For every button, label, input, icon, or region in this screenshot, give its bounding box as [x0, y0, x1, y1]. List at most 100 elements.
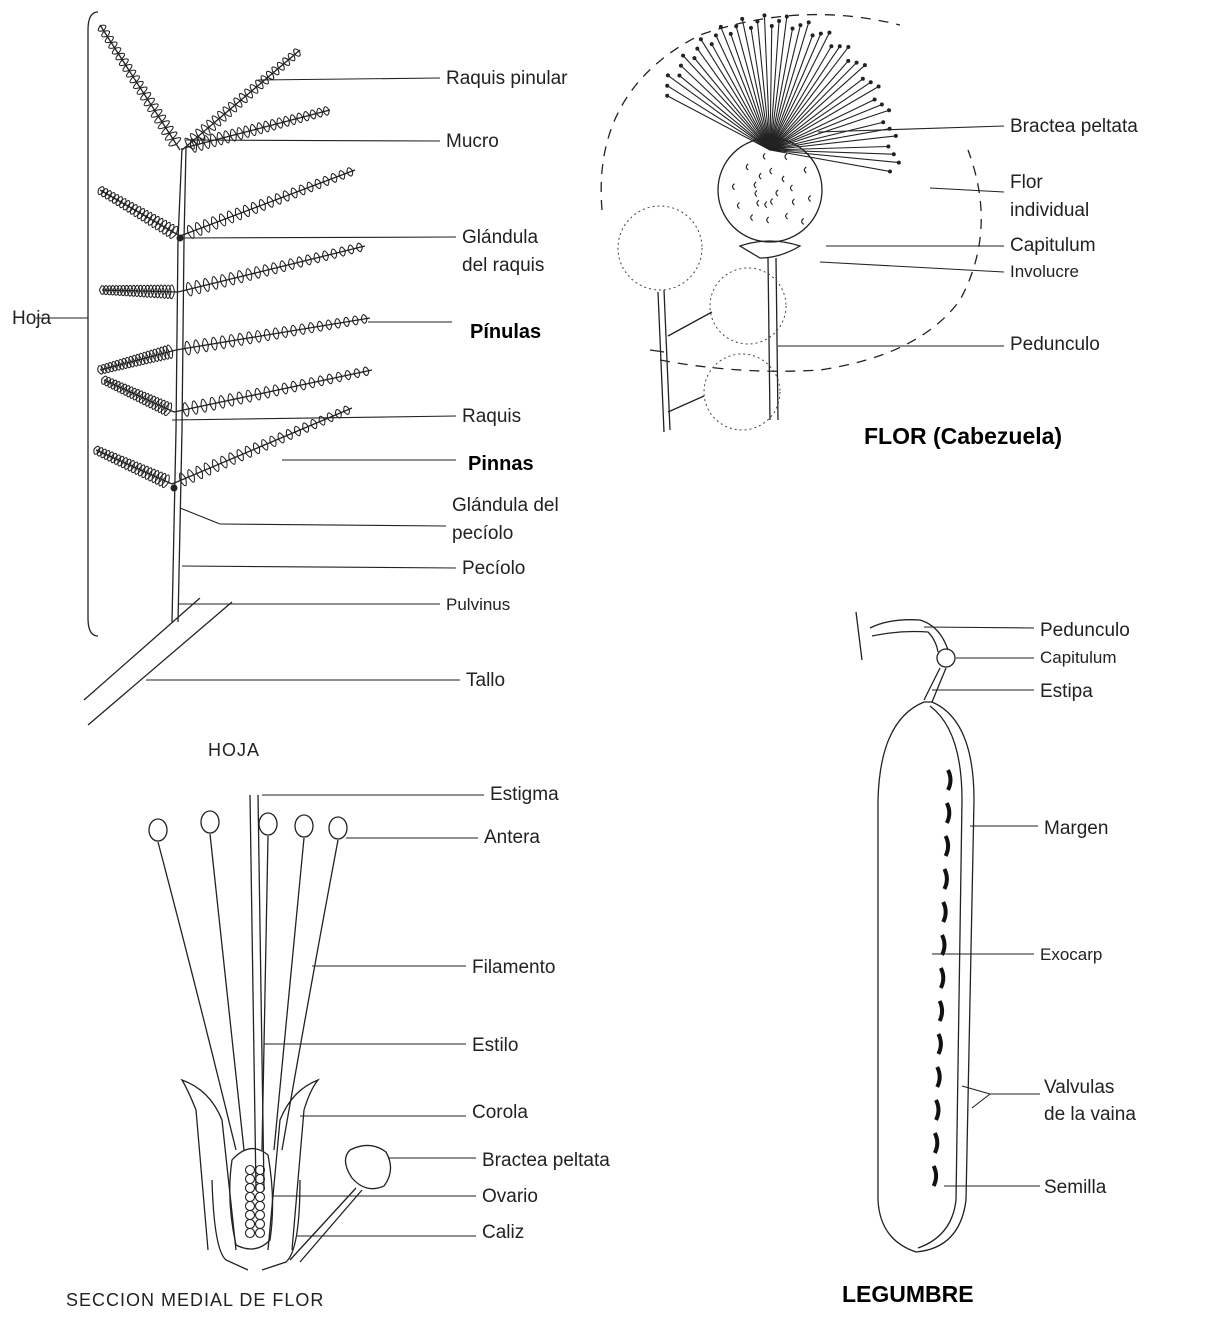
label-del-raquis: del raquis	[462, 255, 544, 276]
floret-mark	[763, 153, 765, 159]
ovule	[246, 1202, 255, 1211]
bud-drawing-3	[704, 354, 780, 430]
head-texture	[733, 153, 811, 224]
label-capitulum: Capitulum	[1010, 235, 1096, 256]
anther-dot	[888, 169, 892, 173]
floret-mark	[804, 167, 806, 173]
anther-dot	[881, 120, 885, 124]
label-pedunculo-2: Pedunculo	[1040, 620, 1130, 641]
bract-stalk-drawing	[290, 1188, 362, 1262]
label-pedunculo: Pedunculo	[1010, 334, 1100, 355]
anther-dot	[807, 20, 811, 24]
stamen-ray	[770, 46, 840, 150]
anther	[201, 811, 219, 833]
label-peciolo-gland: pecíolo	[452, 523, 513, 544]
label-raquis-pinular: Raquis pinular	[446, 68, 568, 89]
anther-dot	[681, 54, 685, 58]
label-pinnas: Pinnas	[468, 453, 534, 475]
anther-dot	[777, 19, 781, 23]
ovule	[246, 1229, 255, 1238]
anther-dot	[665, 84, 669, 88]
anther	[329, 817, 347, 839]
anther-dot	[770, 24, 774, 28]
floret-mark	[786, 213, 788, 219]
leader-line	[186, 140, 440, 141]
petiole-gland	[171, 485, 178, 492]
floret-mark	[746, 164, 748, 170]
anther-dot	[755, 19, 759, 23]
leader-line	[930, 188, 1004, 192]
leader-line	[182, 566, 456, 568]
rachis-drawing	[172, 148, 182, 622]
label-estilo: Estilo	[472, 1035, 518, 1056]
legume-drawing	[856, 612, 974, 1252]
anther-dot	[811, 33, 815, 37]
capitulum-head	[718, 138, 822, 242]
legume-peduncle-drawing	[856, 612, 948, 660]
anther-dot	[785, 15, 789, 19]
anther-dot	[714, 33, 718, 37]
leader-line	[180, 508, 220, 524]
leader-line	[182, 237, 456, 238]
anther-dot	[791, 27, 795, 31]
ovule	[246, 1211, 255, 1220]
stamen-ray	[770, 65, 865, 150]
ovule	[256, 1175, 265, 1184]
ovule	[246, 1166, 255, 1175]
floret-mark	[771, 199, 773, 205]
label-margen: Margen	[1044, 818, 1108, 839]
floret-mark	[751, 215, 753, 221]
anther-dot	[892, 152, 896, 156]
seed	[941, 968, 944, 988]
flower-section-drawing	[149, 795, 391, 1270]
ovule	[246, 1184, 255, 1193]
label-peciolo: Pecíolo	[462, 558, 525, 579]
ovules	[246, 1166, 265, 1238]
anther-dot	[855, 61, 859, 65]
label-de-la-vaina: de la vaina	[1044, 1104, 1136, 1125]
leader-line	[924, 627, 1034, 628]
label-valvulas: Valvulas	[1044, 1077, 1114, 1098]
label-caliz: Caliz	[482, 1222, 524, 1243]
pod-margin	[918, 706, 962, 1248]
seed	[936, 1100, 939, 1120]
floret-mark	[737, 203, 739, 209]
stem-drawing	[84, 598, 232, 725]
anther-dot	[846, 45, 850, 49]
label-estigma: Estigma	[490, 784, 559, 805]
floret-mark	[765, 202, 767, 208]
anther	[259, 813, 277, 835]
seed	[942, 935, 945, 955]
title-legumbre: LEGUMBRE	[842, 1281, 974, 1307]
leader-line	[818, 126, 1004, 132]
seed	[944, 869, 947, 889]
anther-dot	[729, 32, 733, 36]
legume-capitulum-drawing	[937, 649, 955, 667]
label-ovario: Ovario	[482, 1186, 538, 1207]
floret-mark	[792, 199, 794, 205]
title-flor: FLOR (Cabezuela)	[864, 423, 1062, 449]
label-antera: Antera	[484, 827, 540, 848]
seed	[937, 1067, 940, 1087]
peduncle-drawing	[768, 258, 778, 420]
filament	[210, 834, 244, 1150]
leaf-bracket	[88, 12, 98, 636]
leaf-drawing	[84, 12, 372, 725]
peltate-bract-drawing	[345, 1145, 390, 1188]
floret-mark	[782, 176, 784, 182]
anther-dot	[897, 161, 901, 165]
floret-mark	[755, 191, 757, 197]
filaments	[149, 811, 347, 1150]
anther	[295, 815, 313, 837]
floret-mark	[802, 218, 804, 224]
label-exocarp: Exocarp	[1040, 945, 1102, 964]
involucre-drawing	[740, 241, 800, 258]
anther-dot	[829, 44, 833, 48]
leader-line	[220, 524, 446, 526]
floret-mark	[809, 195, 811, 201]
caption-seccion: SECCION MEDIAL DE FLOR	[66, 1290, 324, 1310]
label-involucre: Involucre	[1010, 262, 1079, 281]
seed	[943, 902, 946, 922]
